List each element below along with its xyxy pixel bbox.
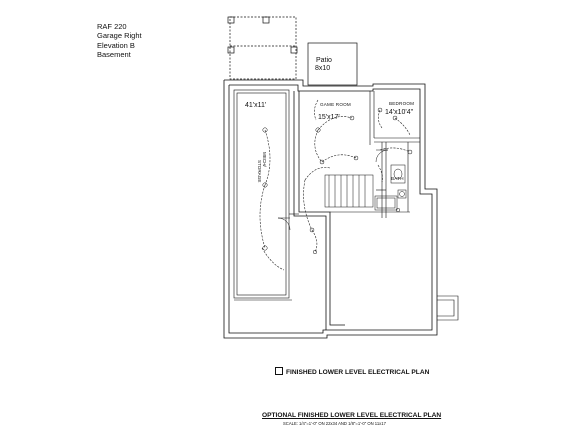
checkbox-square — [275, 367, 283, 375]
storage-name-2: STORAGE — [257, 160, 262, 183]
scale-note: SCALE: 1/4"=1'-0" ON 22x34 AND 1/8"=1'-0… — [283, 421, 386, 426]
storage-size: 41'x11' — [245, 102, 267, 109]
model-label: RAF 220 — [97, 22, 127, 31]
bath-fixtures — [374, 164, 407, 211]
patio-name: Patio — [316, 57, 332, 64]
interior-walls — [330, 91, 420, 218]
storage-walls — [233, 89, 299, 301]
storage-door — [277, 217, 291, 231]
orientation-label: Garage Right — [97, 31, 142, 41]
bedroom-size: 14'x10'4" — [385, 109, 414, 116]
exterior-walls — [223, 79, 438, 339]
plan-title: OPTIONAL FINISHED LOWER LEVEL ELECTRICAL… — [262, 412, 442, 419]
electrical-fixtures — [262, 107, 413, 255]
bedroom-door — [375, 149, 389, 163]
plan-info: RAF 220 Garage Right Elevation B Basemen… — [97, 22, 142, 60]
patio-size: 8x10 — [315, 65, 331, 72]
right-bumpout — [437, 295, 459, 321]
game-room-size: 15'x17' — [318, 114, 340, 121]
plan-subtitle-text: FINISHED LOWER LEVEL ELECTRICAL PLAN — [286, 369, 430, 376]
patio-outline — [307, 42, 358, 86]
bedroom-name: BEDROOM — [389, 101, 415, 106]
game-room-name: GAME ROOM — [320, 102, 351, 107]
column-markers — [227, 16, 298, 54]
bath-name: BATH — [391, 176, 404, 181]
stairs — [324, 174, 374, 208]
upper-deck-outline — [229, 16, 297, 80]
elevation-label: Elevation B — [97, 40, 135, 50]
level-label: Basement — [97, 50, 131, 60]
plan-subtitle: FINISHED LOWER LEVEL ELECTRICAL PLAN — [275, 367, 429, 376]
